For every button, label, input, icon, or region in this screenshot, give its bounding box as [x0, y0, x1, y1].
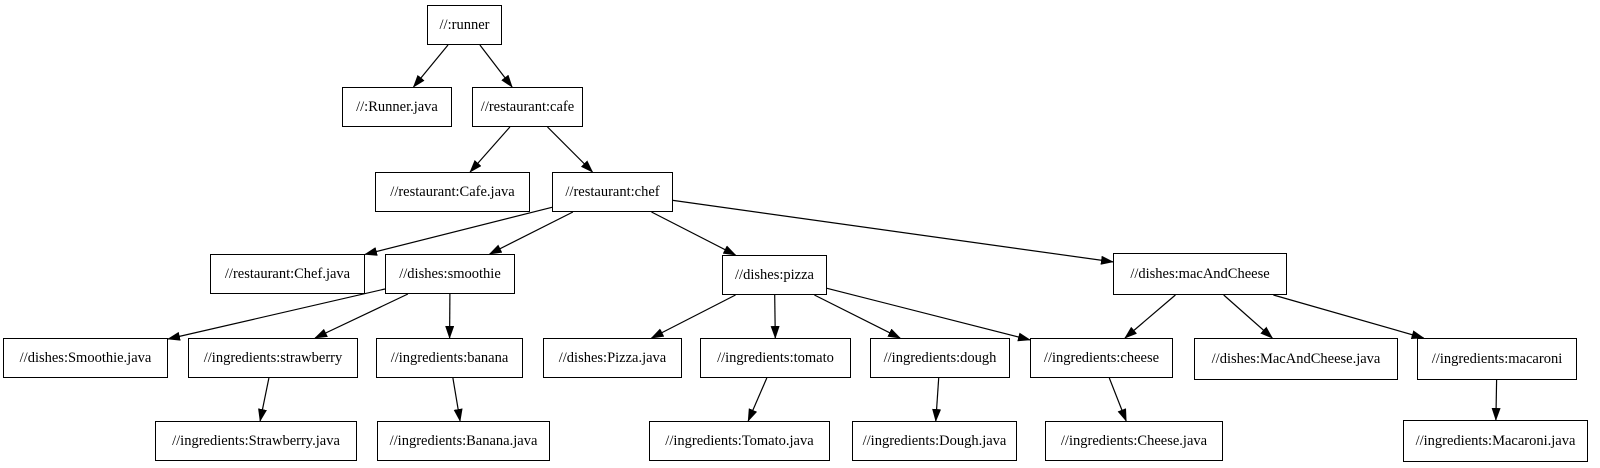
node-dough: //ingredients:dough: [870, 338, 1010, 378]
node-mac_and_cheese: //dishes:macAndCheese: [1113, 253, 1287, 295]
node-runner: //:runner: [427, 5, 502, 45]
node-macaroni_java: //ingredients:Macaroni.java: [1403, 420, 1588, 462]
node-cheese_java: //ingredients:Cheese.java: [1045, 421, 1223, 461]
node-pizza_java: //dishes:Pizza.java: [543, 338, 682, 378]
node-mac_and_cheese_java: //dishes:MacAndCheese.java: [1194, 338, 1398, 380]
node-chef_java: //restaurant:Chef.java: [210, 254, 365, 294]
node-strawberry: //ingredients:strawberry: [188, 338, 358, 378]
node-tomato_java: //ingredients:Tomato.java: [649, 421, 830, 461]
node-cheese: //ingredients:cheese: [1030, 338, 1173, 378]
node-smoothie_java: //dishes:Smoothie.java: [3, 338, 168, 378]
node-cafe: //restaurant:cafe: [472, 87, 583, 127]
node-cafe_java: //restaurant:Cafe.java: [375, 172, 530, 212]
node-banana: //ingredients:banana: [376, 338, 523, 378]
node-dough_java: //ingredients:Dough.java: [852, 421, 1017, 461]
node-smoothie: //dishes:smoothie: [385, 254, 515, 294]
node-pizza: //dishes:pizza: [722, 255, 827, 295]
node-tomato: //ingredients:tomato: [700, 338, 851, 378]
node-chef: //restaurant:chef: [552, 172, 673, 212]
node-banana_java: //ingredients:Banana.java: [377, 421, 550, 461]
node-runner_java: //:Runner.java: [342, 87, 452, 127]
node-macaroni: //ingredients:macaroni: [1417, 338, 1577, 380]
node-strawberry_java: //ingredients:Strawberry.java: [155, 421, 357, 461]
